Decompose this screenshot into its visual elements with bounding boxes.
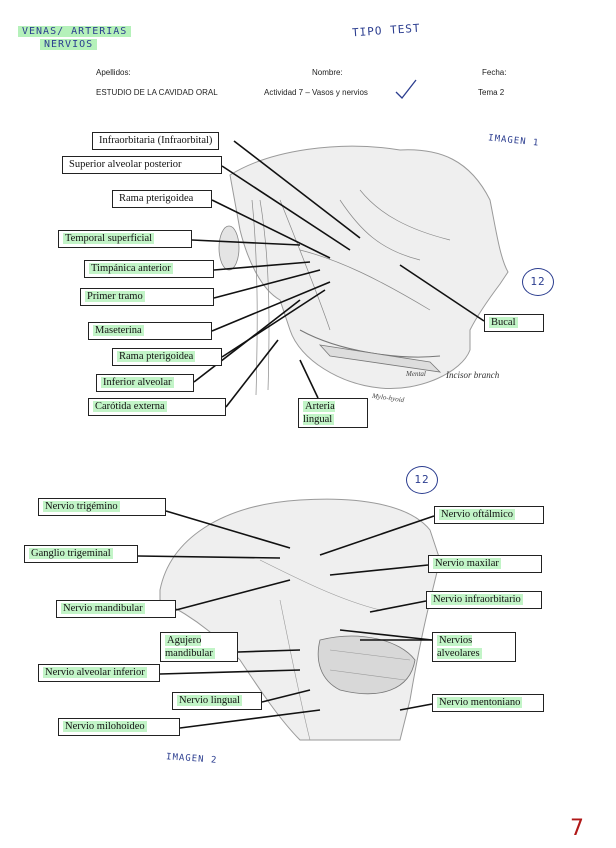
label-arteria-lingual: Arteria lingual xyxy=(298,398,368,428)
label-maseterina: Maseterina xyxy=(88,322,212,340)
label-inferior-alveolar: Inferior alveolar xyxy=(96,374,194,392)
label-nervio-trigemino: Nervio trigémino xyxy=(38,498,166,516)
label-superior-alveolar-posterior: Superior alveolar posterior xyxy=(62,156,222,174)
handwritten-topic: VENAS/ ARTERIAS NERVIOS xyxy=(18,26,132,50)
label-temporal-superficial: Temporal superficial xyxy=(58,230,192,248)
label-rama-pterigoidea-1: Rama pterigoidea xyxy=(112,190,212,208)
label-nervio-mentoniano: Nervio mentoniano xyxy=(432,694,544,712)
label-nervio-alveolar-inferior: Nervio alveolar inferior xyxy=(38,664,160,682)
label-rama-pterigoidea-2: Rama pterigoidea xyxy=(112,348,222,366)
handwritten-page-number: 7 xyxy=(570,816,584,841)
label-nervios-alveolares: Nervios alveolares xyxy=(432,632,516,662)
topic-title: Tema 2 xyxy=(478,88,505,97)
handwritten-topic-line1: VENAS/ ARTERIAS xyxy=(18,26,132,37)
label-timpanica-anterior: Timpánica anterior xyxy=(84,260,214,278)
date-label: Fecha: xyxy=(482,68,507,77)
mental-label: Mental xyxy=(406,370,426,378)
incisor-branch-label: Incisor branch xyxy=(446,370,500,380)
handwritten-image1-score: 12 xyxy=(522,268,554,296)
label-nervio-oftalmico: Nervio oftálmico xyxy=(434,506,544,524)
label-ganglio-trigeminal: Ganglio trigeminal xyxy=(24,545,138,563)
course-title: ESTUDIO DE LA CAVIDAD ORAL xyxy=(96,88,218,97)
label-carotida-externa: Carótida externa xyxy=(88,398,226,416)
label-nervio-infraorbitario: Nervio infraorbitario xyxy=(426,591,542,609)
label-primer-tramo: Primer tramo xyxy=(80,288,214,306)
label-bucal: Bucal xyxy=(484,314,544,332)
activity-title: Actividad 7 – Vasos y nervios xyxy=(264,88,368,97)
name-label: Nombre: xyxy=(312,68,343,77)
label-infraorbitaria: Infraorbitaria (Infraorbital) xyxy=(92,132,220,150)
handwritten-image2-score: 12 xyxy=(406,466,438,494)
label-nervio-lingual: Nervio lingual xyxy=(172,692,262,710)
surname-label: Apellidos: xyxy=(96,68,131,77)
label-nervio-maxilar: Nervio maxilar xyxy=(428,555,542,573)
handwritten-topic-line2: NERVIOS xyxy=(40,39,98,50)
label-nervio-milohoideo: Nervio milohoideo xyxy=(58,718,180,736)
label-agujero-mandibular: Agujero mandibular xyxy=(160,632,238,662)
label-nervio-mandibular: Nervio mandibular xyxy=(56,600,176,618)
